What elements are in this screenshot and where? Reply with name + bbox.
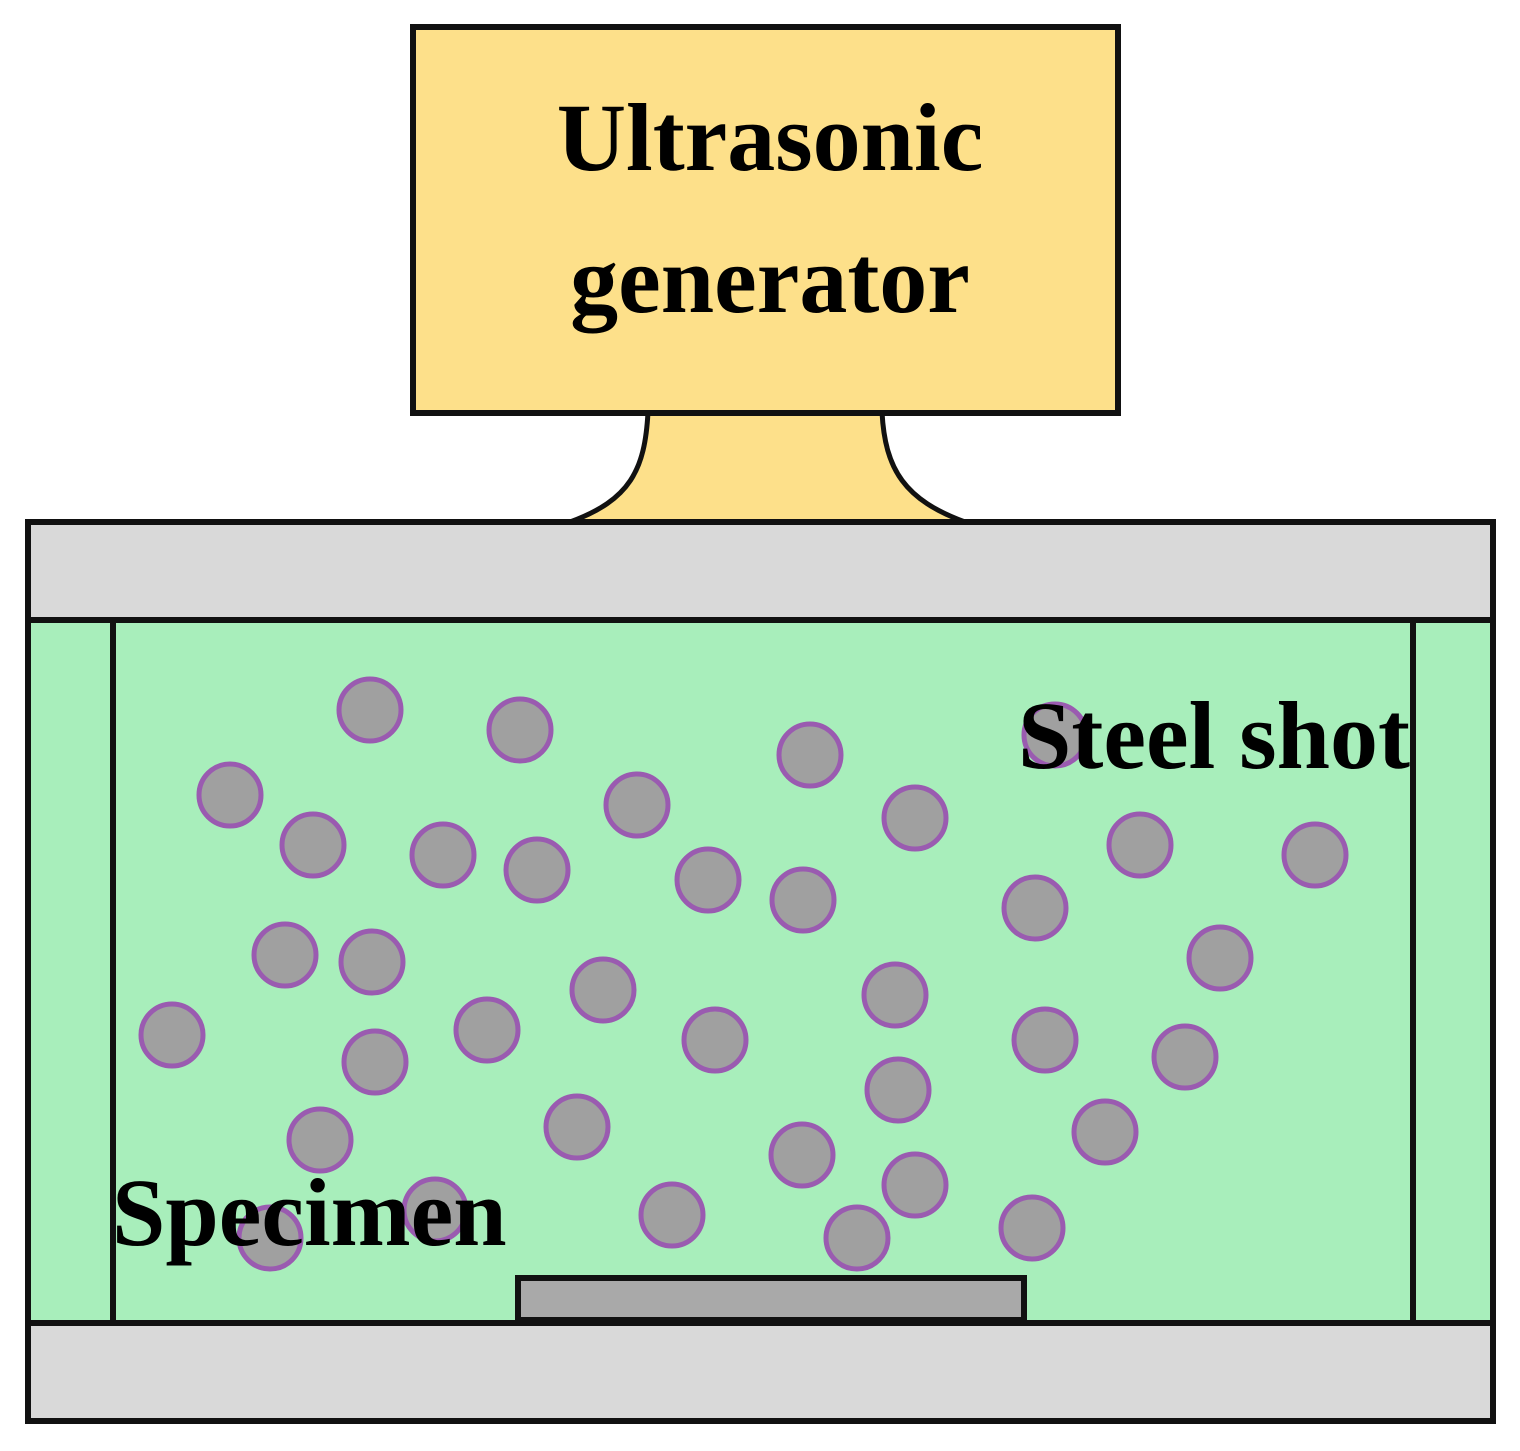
steel-shot-ball	[1071, 1098, 1139, 1166]
steel-shot-ball	[1106, 811, 1174, 879]
chamber-top-plate	[25, 519, 1496, 623]
generator-label-line1: Ultrasonic	[557, 84, 984, 191]
steel-shot-ball	[196, 761, 264, 829]
steel-shot-ball	[674, 846, 742, 914]
specimen-plate	[515, 1275, 1027, 1323]
steel-shot-group	[138, 676, 1349, 1272]
steel-shot-ball	[336, 676, 404, 744]
steel-shot-ball	[881, 1151, 949, 1219]
steel-shot-ball	[286, 1106, 354, 1174]
steel-shot-ball	[341, 1028, 409, 1096]
steel-shot-ball	[881, 784, 949, 852]
steel-shot-ball	[251, 921, 319, 989]
steel-shot-ball	[1281, 821, 1349, 889]
steel-shot-ball	[543, 1093, 611, 1161]
steel-shot-ball	[1001, 874, 1069, 942]
steel-shot-ball	[409, 821, 477, 889]
steel-shot-ball	[861, 961, 929, 1029]
steel-shot-ball	[569, 956, 637, 1024]
steel-shot-ball	[279, 811, 347, 879]
steel-shot-ball	[769, 866, 837, 934]
steel-shot-ball	[401, 1176, 469, 1244]
steel-shot-label: Steel shot	[1018, 682, 1410, 789]
chamber-bottom-plate	[25, 1320, 1496, 1424]
steel-shot-ball	[486, 696, 554, 764]
steel-shot-ball	[453, 996, 521, 1064]
steel-shot-ball	[1186, 924, 1254, 992]
steel-shot-ball	[503, 836, 571, 904]
specimen-label: Specimen	[112, 1159, 507, 1266]
steel-shot-ball	[638, 1181, 706, 1249]
steel-shot-ball	[681, 1006, 749, 1074]
steel-shot-ball	[864, 1056, 932, 1124]
steel-shot-ball	[236, 1204, 304, 1272]
steel-shot-ball	[823, 1204, 891, 1272]
steel-shot-ball	[138, 1001, 206, 1069]
steel-shot-ball	[1151, 1023, 1219, 1091]
generator-label-line2: generator	[570, 226, 970, 333]
steel-shot-ball	[603, 771, 671, 839]
generator-horn	[569, 409, 966, 525]
steel-shot-ball	[776, 721, 844, 789]
ultrasonic-generator-box	[410, 24, 1121, 416]
steel-shot-ball	[1021, 701, 1089, 769]
steel-shot-ball	[338, 928, 406, 996]
steel-shot-ball	[998, 1194, 1066, 1262]
steel-shot-ball	[768, 1121, 836, 1189]
steel-shot-ball	[1011, 1006, 1079, 1074]
